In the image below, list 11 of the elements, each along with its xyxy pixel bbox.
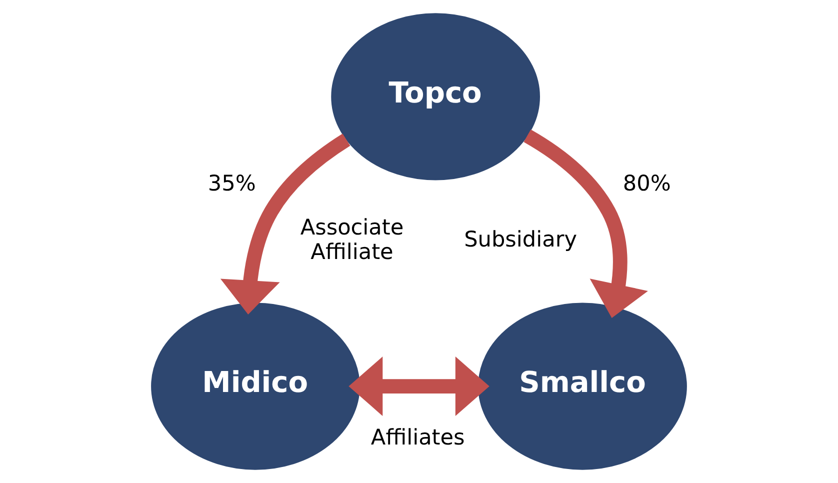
edge-label: Affiliates	[370, 426, 465, 451]
arrow	[524, 130, 648, 318]
node-ellipse: Topco	[331, 13, 540, 180]
arrow	[220, 134, 350, 314]
arrow	[348, 356, 490, 416]
edge-label: 80%	[622, 171, 671, 196]
label: Associate Affiliate	[300, 215, 404, 265]
node-ellipse: Smallco	[478, 302, 687, 470]
node-ellipse: Midico	[151, 302, 360, 470]
label: Subsidiary	[464, 228, 578, 253]
edge-label: 35%	[208, 171, 256, 196]
